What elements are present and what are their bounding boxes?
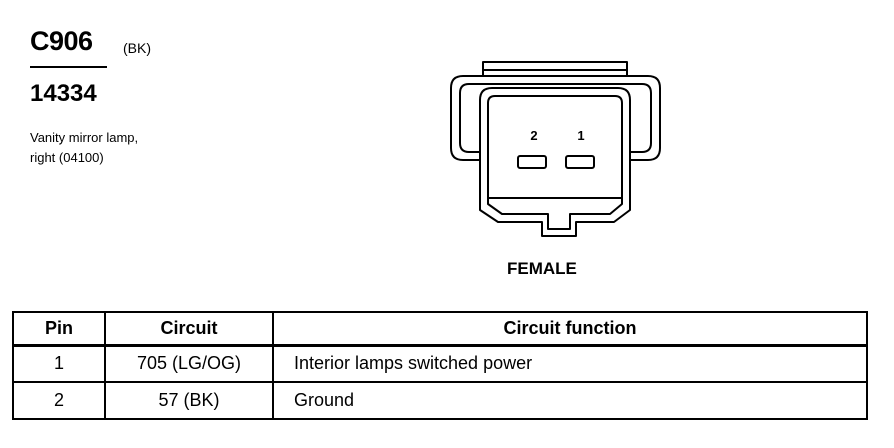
cell-pin: 1 [12, 344, 106, 383]
cell-pin: 2 [12, 381, 106, 420]
table-header-row: Pin Circuit Circuit function [12, 311, 868, 346]
connector-body-inner [487, 95, 623, 230]
header-pin: Pin [12, 311, 106, 346]
cavity-1 [565, 155, 595, 169]
connector-id-underline [30, 66, 107, 68]
connector-id: C906 [30, 26, 93, 56]
connector-color-code: (BK) [123, 40, 151, 56]
cell-circuit: 57 (BK) [104, 381, 274, 420]
connector-description: Vanity mirror lamp, right (04100) [30, 128, 138, 168]
description-line-2: right (04100) [30, 150, 104, 165]
connector-latch-inner [459, 83, 652, 153]
header-circuit: Circuit [104, 311, 274, 346]
cell-circuit: 705 (LG/OG) [104, 344, 274, 383]
part-number: 14334 [30, 80, 97, 107]
cell-circuit-function: Interior lamps switched power [272, 344, 868, 383]
cavity-label-2: 2 [530, 128, 537, 143]
connector-latch-outer [450, 75, 661, 161]
connector-gender: FEMALE [507, 259, 577, 278]
cavity-label-1: 1 [577, 128, 584, 143]
table-row: 1 705 (LG/OG) Interior lamps switched po… [12, 344, 868, 383]
cell-circuit-function: Ground [272, 381, 868, 420]
cavity-2 [517, 155, 547, 169]
header-circuit-function: Circuit function [272, 311, 868, 346]
table-row: 2 57 (BK) Ground [12, 381, 868, 420]
description-line-1: Vanity mirror lamp, [30, 130, 139, 145]
pinout-table: Pin Circuit Circuit function 1 705 (LG/O… [12, 311, 868, 420]
